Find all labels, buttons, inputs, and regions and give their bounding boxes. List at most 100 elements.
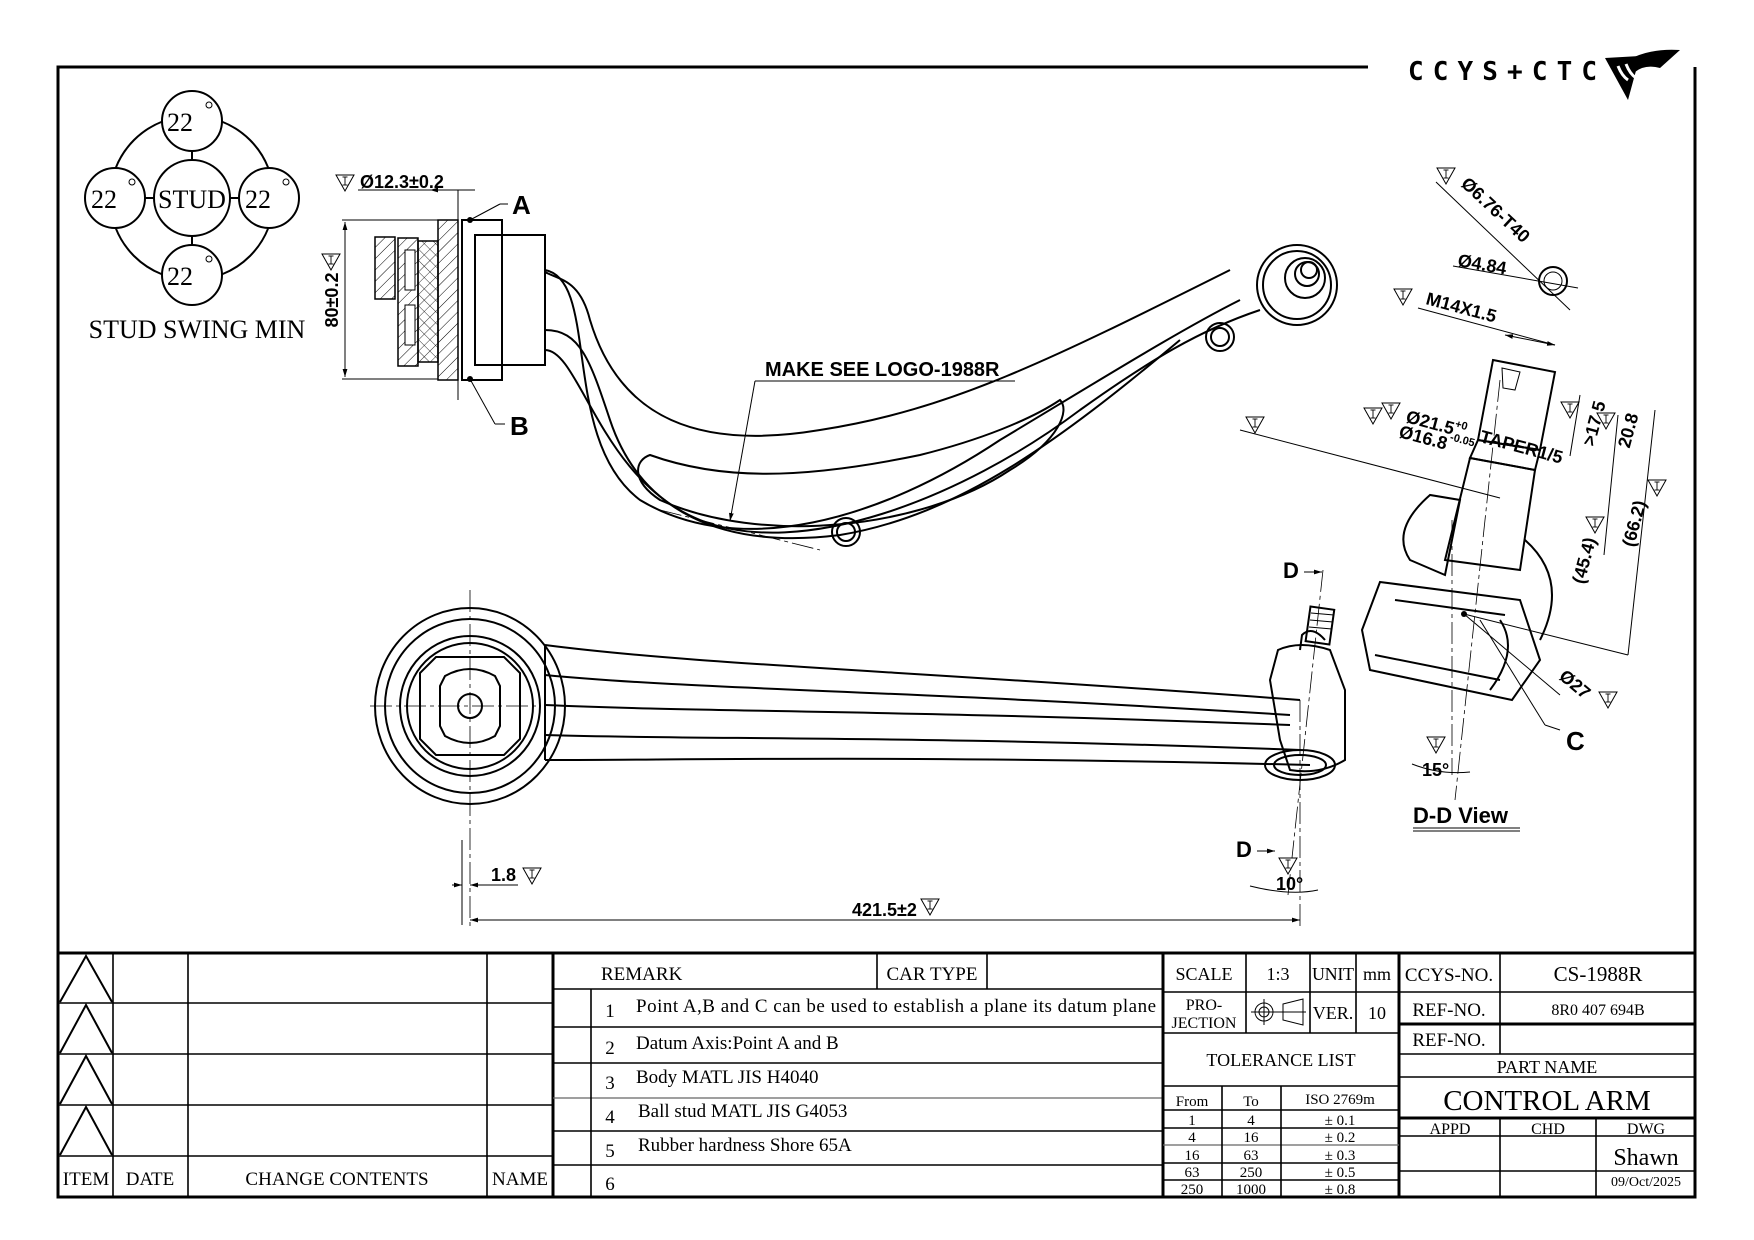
tol-to: 4 <box>1247 1113 1255 1129</box>
swing-angle-bottom: 22 <box>167 262 193 291</box>
remark-no-1: 1 <box>605 1001 615 1022</box>
bushing-height-dim: 80±0.2 <box>322 273 342 328</box>
remark-text-4: Ball stud MATL JIS G4053 <box>638 1101 847 1122</box>
car-type-label: CAR TYPE <box>887 964 978 985</box>
swing-angle-right: 22 <box>245 185 271 214</box>
side-view-dimensions: Ø12.3±0.2 80±0.2 A B MAKE SEE LOGO-1988R <box>321 172 1000 441</box>
logo-text: CCYS+CTC <box>1408 57 1598 87</box>
scale-value: 1:3 <box>1266 964 1289 984</box>
part-name-value: CONTROL ARM <box>1443 1085 1651 1117</box>
tolerance-title: TOLERANCE LIST <box>1206 1050 1355 1070</box>
torx-inner-dim: Ø4.84 <box>1456 250 1508 278</box>
section-marker-top: D <box>1283 558 1299 583</box>
scale-label: SCALE <box>1175 964 1232 984</box>
appd-signature-field[interactable] <box>1399 1136 1500 1171</box>
tol-value: ± 0.3 <box>1325 1148 1356 1164</box>
ver-value: 10 <box>1368 1003 1386 1023</box>
header-item: ITEM <box>63 1169 110 1190</box>
appd-label: APPD <box>1430 1121 1471 1138</box>
remark-text-3: Body MATL JIS H4040 <box>636 1067 818 1088</box>
offset-dim: 1.8 <box>491 865 516 885</box>
car-type-field[interactable] <box>987 953 1163 989</box>
side-view-arm <box>374 190 1338 551</box>
section-view-title: D-D View <box>1413 803 1509 828</box>
torx-detail: Ø6.76-T40 Ø4.84 <box>1435 167 1579 311</box>
overall-length-dim: 421.5±2 <box>852 900 917 920</box>
remark-no-4: 4 <box>605 1107 615 1128</box>
bushing-dia-dim: Ø12.3±0.2 <box>360 172 444 192</box>
tol-header-iso: ISO 2769m <box>1305 1092 1375 1108</box>
change-row-1[interactable] <box>113 953 553 1003</box>
drawing-date: 09/Oct/2025 <box>1611 1175 1681 1190</box>
tol-from: 16 <box>1185 1148 1201 1164</box>
tolerance-list: TOLERANCE LIST From To ISO 2769m 1 4 ± 0… <box>1163 1050 1399 1198</box>
remarks-table: REMARK CAR TYPE 1 Point A,B and C can be… <box>553 953 1165 1197</box>
ver-label: VER. <box>1313 1003 1354 1023</box>
tol-value: ± 0.5 <box>1325 1165 1356 1181</box>
swing-angle-top: 22 <box>167 108 193 137</box>
tol-from: 4 <box>1188 1130 1196 1146</box>
change-row-3[interactable] <box>113 1054 553 1105</box>
remark-text-2: Datum Axis:Point A and B <box>636 1033 839 1054</box>
chd-signature-field[interactable] <box>1500 1136 1596 1171</box>
angle-10-dim: 10° <box>1276 874 1303 894</box>
tol-header-to: To <box>1243 1094 1259 1110</box>
point-a-label: A <box>512 190 531 220</box>
stud-swing-diagram: STUD 22 22 22 22 STUD SWING MIN <box>84 90 306 344</box>
ball-dia-dim: Ø27 <box>1555 666 1594 703</box>
chd-label: CHD <box>1531 1121 1565 1138</box>
point-c-label: C <box>1566 726 1585 756</box>
remark-no-5: 5 <box>605 1141 615 1162</box>
len-66-2-dim: (66.2) <box>1618 498 1649 549</box>
header-change-contents: CHANGE CONTENTS <box>245 1169 428 1190</box>
unit-label: UNIT <box>1312 964 1354 984</box>
tol-from: 250 <box>1181 1182 1204 1198</box>
thread-dim: M14X1.5 <box>1424 289 1499 327</box>
projection-label-2: JECTION <box>1172 1015 1237 1032</box>
tol-to: 1000 <box>1236 1182 1266 1198</box>
plan-view-arm <box>370 569 1346 930</box>
stud-label: STUD <box>158 185 226 214</box>
remark-header: REMARK <box>601 964 683 985</box>
stud-swing-caption: STUD SWING MIN <box>89 315 306 344</box>
title-block: CCYS-NO. CS-1988R REF-NO. 8R0 407 694B R… <box>1399 953 1695 1197</box>
remark-no-2: 2 <box>605 1038 615 1059</box>
ref-no-2-field[interactable] <box>1500 1024 1695 1054</box>
tol-to: 63 <box>1244 1148 1259 1164</box>
len-45-4-dim: (45.4) <box>1568 535 1599 586</box>
tol-to: 250 <box>1240 1165 1263 1181</box>
section-marker-bottom: D <box>1236 837 1252 862</box>
part-name-label: PART NAME <box>1497 1057 1597 1077</box>
header-name: NAME <box>492 1169 548 1190</box>
change-row-4[interactable] <box>113 1105 553 1156</box>
remark-text-5: Rubber hardness Shore 65A <box>638 1135 852 1156</box>
projection-label-1: PRO- <box>1186 997 1222 1014</box>
remark-no-3: 3 <box>605 1073 615 1094</box>
tol-header-from: From <box>1176 1094 1209 1110</box>
point-b-label: B <box>510 411 529 441</box>
dwg-value: Shawn <box>1613 1145 1678 1171</box>
third-angle-projection-icon <box>1251 998 1306 1026</box>
tol-value: ± 0.2 <box>1325 1130 1356 1146</box>
ref-no-label: REF-NO. <box>1412 1000 1485 1021</box>
ccys-no-value: CS-1988R <box>1554 962 1643 986</box>
ccys-no-label: CCYS-NO. <box>1405 965 1493 986</box>
scale-block: SCALE 1:3 UNIT mm PRO- JECTION VER. 10 <box>1163 953 1401 1197</box>
tol-from: 1 <box>1188 1113 1196 1129</box>
logo-note: MAKE SEE LOGO-1988R <box>765 359 1000 381</box>
unit-value: mm <box>1363 964 1391 984</box>
torx-dim: Ø6.76-T40 <box>1457 173 1534 246</box>
tol-to: 16 <box>1244 1130 1260 1146</box>
header-date: DATE <box>126 1169 175 1190</box>
remark-text-1: Point A,B and C can be used to establish… <box>636 996 1156 1017</box>
tol-from: 63 <box>1185 1165 1200 1181</box>
company-logo: CCYS+CTC <box>1408 49 1680 100</box>
plan-view-dimensions: 1.8 421.5±2 D D 10° <box>452 558 1322 925</box>
ref-no-2-label: REF-NO. <box>1412 1030 1485 1051</box>
change-row-2[interactable] <box>113 1003 553 1054</box>
tol-value: ± 0.8 <box>1325 1182 1356 1198</box>
angle-15-dim: 15° <box>1422 760 1449 780</box>
drawing-border <box>56 65 1697 1199</box>
remark-no-6: 6 <box>605 1174 615 1195</box>
